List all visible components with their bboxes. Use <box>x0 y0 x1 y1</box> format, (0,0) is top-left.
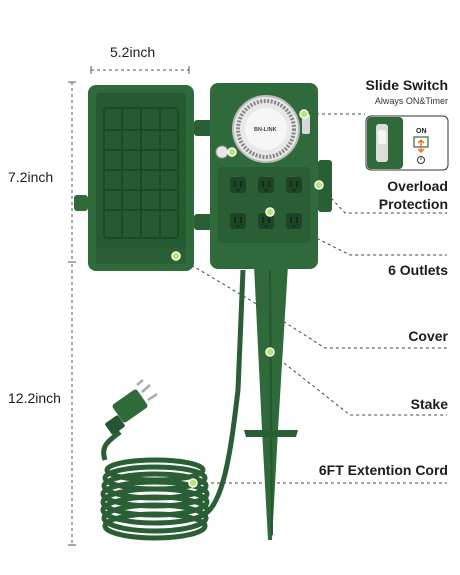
timer-dial: BN-LINK <box>232 95 300 163</box>
markers <box>171 109 324 488</box>
stake <box>244 265 298 540</box>
callout-line-outlets <box>269 211 447 256</box>
top-height-label: 7.2inch <box>8 169 54 185</box>
outlets-label: 6 Outlets <box>388 262 448 278</box>
dimension-lines <box>68 66 190 546</box>
slide-switch-detail: ON <box>365 115 449 171</box>
cord-coil <box>100 269 246 541</box>
cord-label: 6FT Extention Cord <box>318 462 448 478</box>
stake-label: Stake <box>410 396 448 412</box>
width-label: 5.2inch <box>110 44 156 60</box>
cover <box>74 85 212 271</box>
overload-label-line1: Overload <box>387 178 448 194</box>
slide-switch-title: Slide Switch <box>365 77 448 93</box>
slide-switch-subtitle: Always ON&Timer <box>374 96 448 106</box>
overload-label-line2: Protection <box>378 196 448 212</box>
callout-line-cover <box>175 255 447 349</box>
cover-label: Cover <box>408 328 448 344</box>
plug <box>105 379 158 435</box>
stake-height-label: 12.2inch <box>8 390 61 406</box>
outlet-box: BN-LINK <box>210 83 332 269</box>
switch-on-label: ON <box>416 128 427 135</box>
brand-logo: BN-LINK <box>254 127 277 133</box>
